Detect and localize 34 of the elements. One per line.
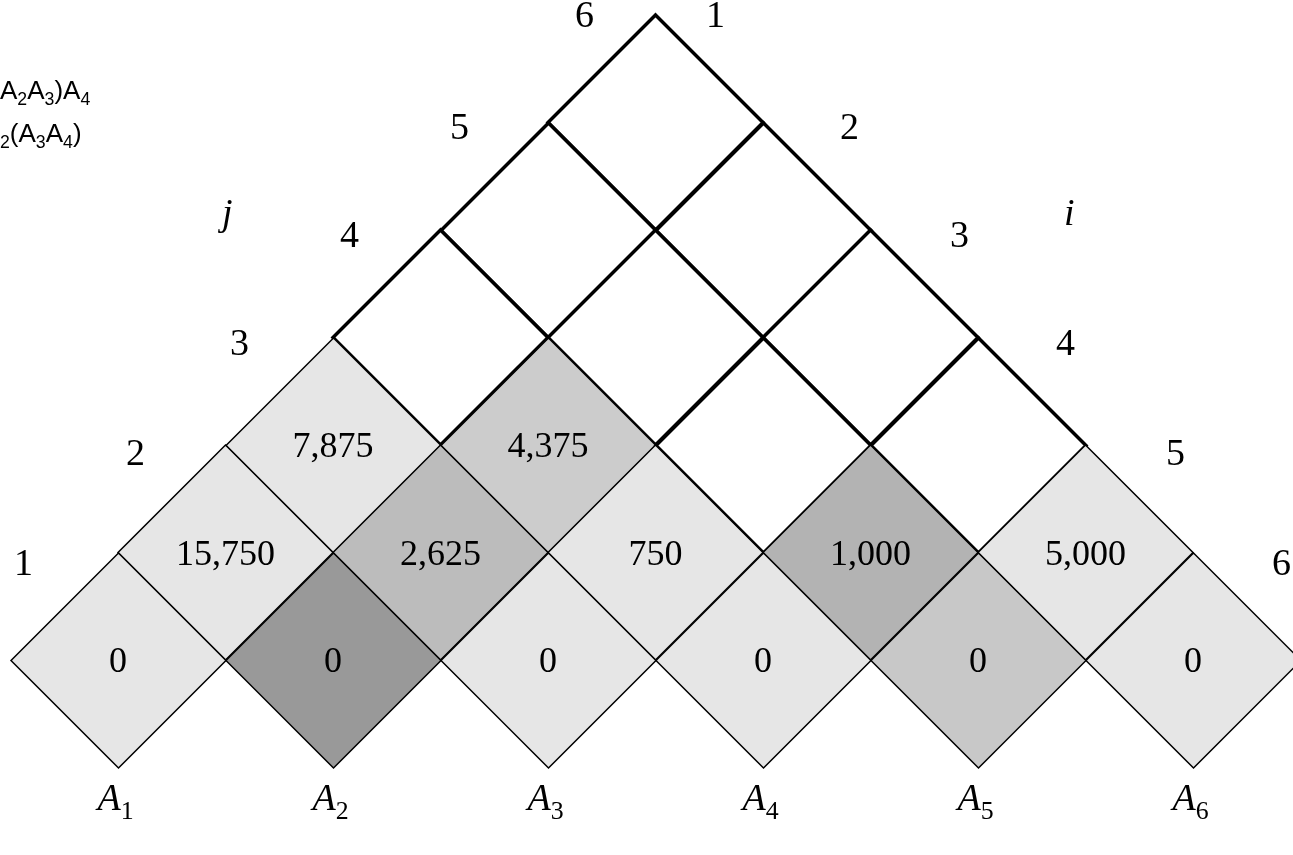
cell-value: 0	[1184, 639, 1202, 681]
cell-value: 5,000	[1045, 531, 1126, 574]
index-number: 1	[14, 540, 33, 584]
cell-value: 4,375	[507, 424, 589, 466]
cell-value: 0	[539, 639, 557, 681]
index-number: 2	[840, 104, 859, 148]
matrix-label: A$_{1}$	[97, 774, 134, 826]
matrix-label: A$_{5}$	[957, 774, 994, 826]
parenthesization-text: $_{2}$(A$_{3}$A$_{4}$)	[0, 118, 82, 154]
axis-letter: i	[1064, 190, 1075, 234]
index-number: 5	[450, 104, 469, 148]
cell-value: 1,000	[830, 531, 911, 574]
index-number: 4	[1056, 320, 1075, 364]
cell-value: 7,875	[292, 424, 374, 466]
index-number: 6	[1272, 540, 1291, 584]
index-number: 1	[706, 0, 725, 36]
matrix-label: A$_{6}$	[1172, 774, 1209, 826]
cell-value: 0	[754, 639, 772, 681]
index-number: 2	[126, 430, 145, 474]
matrix-label: A$_{4}$	[742, 774, 779, 826]
cell-value: 0	[109, 639, 127, 681]
index-number: 3	[950, 212, 969, 256]
cell-value: 0	[324, 639, 342, 681]
index-number: 6	[575, 0, 594, 36]
cell-value: 2,625	[400, 531, 481, 574]
matrix-label: A$_{3}$	[527, 774, 564, 826]
cell-value: 750	[628, 531, 683, 574]
matrix-label: A$_{2}$	[312, 774, 349, 826]
cell-value: 0	[969, 639, 987, 681]
index-number: 4	[340, 212, 359, 256]
parenthesization-text: A$_{2}$A$_{3}$)A$_{4}$	[0, 75, 91, 111]
cell-value: 15,750	[176, 531, 275, 574]
index-number: 3	[230, 320, 249, 364]
index-number: 5	[1166, 430, 1185, 474]
